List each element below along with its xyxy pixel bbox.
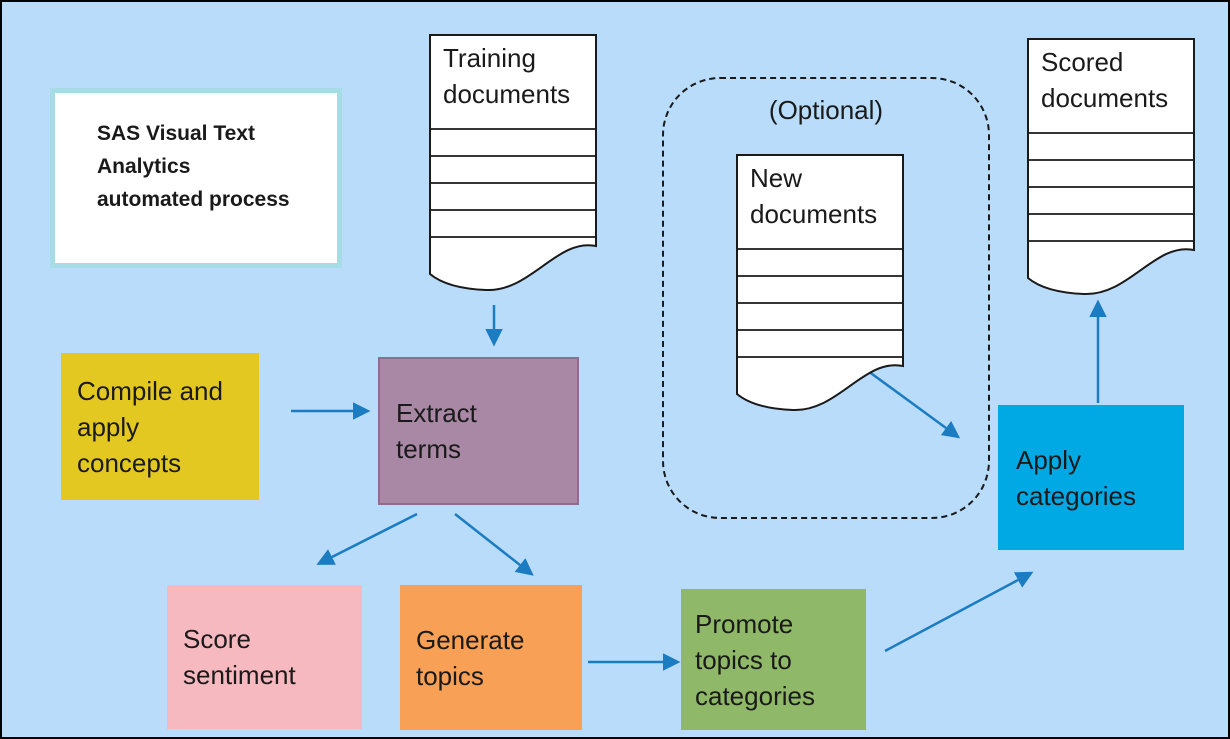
document-icon	[736, 154, 904, 412]
title-box: SAS Visual Text Analytics automated proc…	[50, 88, 342, 268]
new-documents: New documents	[736, 154, 904, 416]
training-documents-label: Training documents	[443, 43, 571, 109]
step-label: Compile and apply concepts	[77, 375, 223, 478]
step-label: Promote topics to categories	[695, 608, 815, 711]
optional-group: (Optional)	[662, 77, 990, 519]
step-compile-apply-concepts: Compile and apply concepts	[61, 353, 259, 500]
step-extract-terms: Extract terms	[378, 357, 579, 505]
scored-documents: Scored documents	[1027, 38, 1195, 300]
step-promote-topics-to-categories: Promote topics to categories	[681, 589, 866, 730]
diagram-title: SAS Visual Text Analytics automated proc…	[97, 122, 290, 211]
document-icon	[429, 34, 597, 292]
step-label: Score sentiment	[183, 624, 296, 690]
step-label: Extract terms	[396, 398, 477, 464]
step-apply-categories: Apply categories	[998, 405, 1184, 550]
arrow-extract-to-generate	[454, 513, 534, 576]
step-score-sentiment: Score sentiment	[167, 585, 362, 729]
training-documents: Training documents	[429, 34, 597, 296]
step-generate-topics: Generate topics	[400, 585, 582, 730]
document-icon	[1027, 38, 1195, 296]
arrow-promote-to-apply	[884, 571, 1034, 653]
optional-label: (Optional)	[768, 95, 884, 125]
new-documents-label: New documents	[750, 163, 878, 229]
step-label: Generate topics	[416, 624, 525, 691]
arrow-extract-to-score	[316, 512, 418, 565]
step-label: Apply categories	[1016, 444, 1136, 511]
scored-documents-label: Scored documents	[1041, 47, 1169, 113]
